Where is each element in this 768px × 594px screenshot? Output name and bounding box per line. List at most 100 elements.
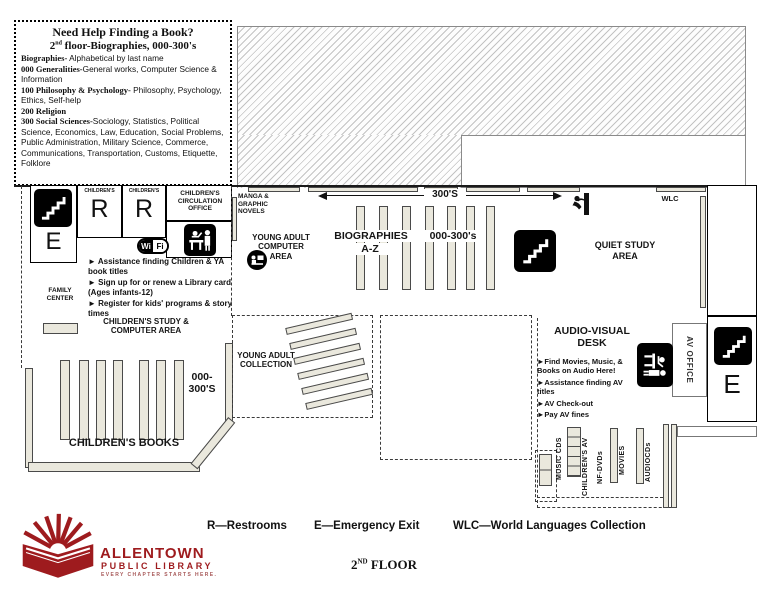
children-ya-divider-dashed bbox=[231, 186, 232, 316]
bookshelf bbox=[60, 360, 70, 440]
children-service-item: ► Sign up for or renew a Library card (A… bbox=[88, 278, 232, 297]
av-desk-label: AUDIO-VISUAL DESK bbox=[554, 325, 630, 350]
hatched-area-upper bbox=[237, 26, 746, 135]
emergency-exit-label: E bbox=[723, 369, 741, 399]
childrens-circulation-office: CHILDREN'S CIRCULATION OFFICE bbox=[166, 185, 232, 221]
info-desc: Sociology, Statistics, Political Science… bbox=[21, 116, 224, 168]
av-area-bottom-2 bbox=[537, 507, 677, 508]
top-right-room bbox=[707, 185, 757, 316]
info-subtitle-prefix: 2 bbox=[49, 40, 56, 52]
av-shelf-label: MUSIC CDS bbox=[556, 437, 563, 480]
right-wall-shelf bbox=[677, 426, 757, 437]
stairs-icon bbox=[34, 189, 72, 227]
info-term: Biographies- bbox=[21, 53, 68, 63]
computer-icon bbox=[247, 250, 267, 270]
bookshelf bbox=[79, 360, 89, 440]
music-cds-shelf bbox=[567, 427, 581, 477]
restroom-letter: R bbox=[134, 195, 154, 223]
info-term: 300 Social Sciences- bbox=[21, 116, 93, 127]
fountain-glyph bbox=[572, 193, 589, 215]
av-service-item: ►AV Check-out bbox=[537, 398, 594, 408]
left-boundary-dashed bbox=[21, 186, 22, 368]
av-office: AV OFFICE bbox=[672, 323, 707, 397]
wifi-right: Fi bbox=[153, 240, 167, 252]
circulation-desk-area bbox=[166, 221, 232, 258]
info-subtitle: 2nd floor-Biographies, 000-300's bbox=[21, 40, 225, 52]
info-term: 200 Religion bbox=[21, 105, 67, 116]
restroom-small-label: CHILDREN'S bbox=[84, 188, 115, 194]
info-term: 100 Philosophy & Psychology- bbox=[21, 84, 131, 95]
bookshelf bbox=[466, 206, 475, 290]
stairwell-room-left: E bbox=[30, 185, 77, 263]
wifi-left: Wi bbox=[139, 240, 153, 252]
wall-shelf bbox=[527, 187, 580, 192]
hatch-cutout bbox=[461, 135, 746, 188]
ya-computer-label: YOUNG ADULT COMPUTER AREA bbox=[252, 233, 310, 261]
perimeter-shelf bbox=[671, 424, 677, 508]
legend-emergency-exit: E—Emergency Exit bbox=[314, 520, 420, 532]
circulation-office-label: CHILDREN'S CIRCULATION OFFICE bbox=[177, 190, 223, 213]
biographies-label: BIOGRAPHIES bbox=[330, 230, 412, 243]
children-service-item: ► Register for kids' programs & story ti… bbox=[88, 299, 233, 318]
bio-range-label: 000-300's bbox=[424, 230, 482, 243]
restroom-letter: R bbox=[90, 195, 109, 223]
nf-dvds-shelf bbox=[610, 428, 618, 483]
arrow-head-left bbox=[318, 192, 327, 200]
floor-ordinal: ND bbox=[357, 557, 368, 566]
perimeter-shelf bbox=[663, 424, 669, 508]
bookshelf bbox=[486, 206, 495, 290]
stairs-glyph bbox=[41, 196, 66, 220]
info-term: 000 Generalities- bbox=[21, 63, 83, 74]
floor-number: 2 bbox=[350, 557, 358, 572]
info-item: Biographies- Alphabetical by last name bbox=[21, 53, 225, 64]
biographies-az-label: A-Z bbox=[352, 243, 388, 256]
stairs-icon bbox=[514, 230, 556, 272]
av-area-bottom-1 bbox=[537, 497, 663, 498]
info-item: 000 Generalities-General works, Computer… bbox=[21, 64, 225, 85]
ya-collection-area bbox=[232, 315, 373, 418]
restroom-childrens-2: CHILDREN'S R bbox=[122, 185, 166, 238]
computer-glyph bbox=[247, 250, 267, 270]
wall-shelf bbox=[248, 187, 300, 192]
quiet-study-shelf bbox=[700, 196, 706, 308]
bookshelf bbox=[139, 360, 149, 440]
stairs-icon bbox=[714, 327, 752, 365]
bookshelf bbox=[402, 206, 411, 290]
restroom-small-label: CHILDREN'S bbox=[128, 188, 160, 194]
children-services-list: ► Assistance finding Children & YA book … bbox=[88, 257, 234, 321]
manga-label: MANGA & GRAPHIC NOVELS bbox=[238, 193, 269, 216]
emergency-exit-label: E bbox=[45, 228, 62, 255]
info-box: Need Help Finding a Book? 2nd floor-Biog… bbox=[14, 20, 232, 186]
library-logo: ALLENTOWN PUBLIC LIBRARY EVERY CHAPTER S… bbox=[14, 510, 244, 590]
perimeter-shelf-diagonal bbox=[190, 417, 236, 470]
manga-shelf bbox=[232, 197, 237, 241]
bookshelf bbox=[425, 206, 434, 290]
floor-title: 2ND FLOOR bbox=[329, 557, 439, 573]
info-subtitle-rest: floor-Biographies, 000-300's bbox=[61, 40, 197, 52]
info-item: 200 Religion bbox=[21, 106, 225, 117]
childrens-range-label: 000- 300'S bbox=[188, 371, 216, 396]
av-shelf-label: AUDIOCDs bbox=[645, 442, 652, 482]
hatched-area-lower bbox=[237, 135, 461, 188]
wifi-icon: Wi Fi bbox=[137, 238, 169, 254]
info-items: Biographies- Alphabetical by last name 0… bbox=[21, 53, 225, 168]
stairs-glyph bbox=[523, 239, 549, 264]
drinking-fountain-icon bbox=[572, 191, 592, 217]
legend-wlc: WLC—World Languages Collection bbox=[453, 520, 646, 532]
av-area-boundary bbox=[537, 318, 538, 508]
ya-collection-label: YOUNG ADULT COLLECTION bbox=[237, 351, 295, 370]
audiocds-shelf bbox=[636, 428, 644, 484]
top-wall bbox=[14, 185, 757, 187]
wall-shelf bbox=[466, 187, 520, 192]
wall-shelf bbox=[656, 187, 706, 192]
av-small-shelf bbox=[539, 454, 552, 486]
restroom-childrens-1: CHILDREN'S R bbox=[77, 185, 122, 238]
info-subtitle-sup: nd bbox=[55, 40, 62, 47]
central-open-area bbox=[380, 315, 532, 460]
info-desc: Alphabetical by last name bbox=[67, 53, 164, 63]
info-item: 300 Social Sciences-Sociology, Statistic… bbox=[21, 116, 225, 168]
wall-shelf bbox=[308, 187, 418, 192]
av-shelf-label: MOVIES bbox=[619, 445, 626, 475]
floor-word: FLOOR bbox=[367, 557, 418, 572]
